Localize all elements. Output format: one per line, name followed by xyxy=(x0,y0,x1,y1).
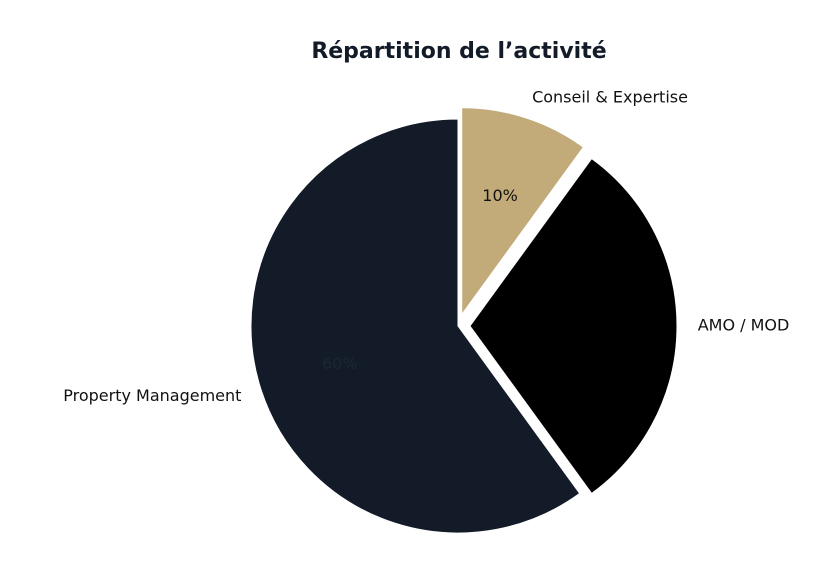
pie-slice-conseil-expertise xyxy=(461,107,585,317)
pie-category-label: Property Management xyxy=(63,386,241,405)
pie-percent-label: 60% xyxy=(322,354,358,373)
chart-title: Répartition de l’activité xyxy=(311,39,606,64)
pie-slice-amo-mod xyxy=(469,157,678,495)
pie-percent-label: 10% xyxy=(482,186,518,205)
pie-category-label: Conseil & Expertise xyxy=(532,88,688,107)
pie-slices xyxy=(250,107,678,534)
pie-slice-property-management xyxy=(250,118,581,534)
pie-category-label: AMO / MOD xyxy=(698,316,790,335)
